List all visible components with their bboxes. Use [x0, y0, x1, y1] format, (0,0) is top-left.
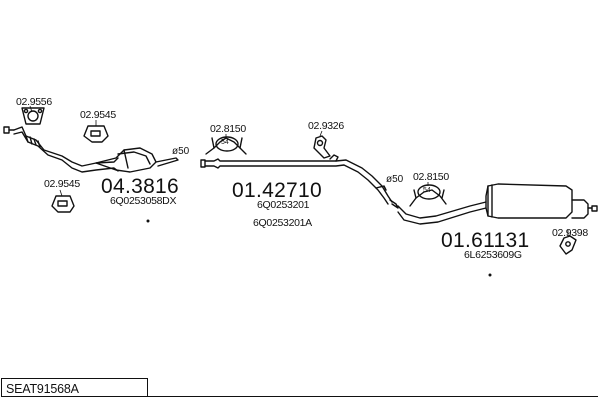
oem-number: 6L6253609G — [464, 249, 522, 261]
accessory-label: 02.9545 — [44, 178, 80, 190]
clamp-02-8150-b — [409, 184, 447, 207]
article-box: SEAT91568A — [1, 378, 148, 397]
part-number: 01.61131 — [441, 229, 530, 252]
accessory-label: 02.9326 — [308, 120, 344, 132]
accessory-label: 02.9545 — [80, 109, 116, 121]
oem-number: 6Q0253201 — [257, 199, 310, 211]
accessory-label: 02.8150 — [413, 171, 449, 183]
article-number: SEAT91568A — [6, 382, 79, 396]
clamp-mark: 54 — [221, 139, 229, 146]
catalytic-converter — [95, 147, 179, 173]
part-number: 04.3816 — [101, 175, 180, 198]
hanger-02-9326 — [313, 135, 331, 159]
accessory-label: 02.8150 — [210, 123, 246, 135]
accessory-label: 02.9556 — [16, 96, 52, 108]
accessory-label: 02.9398 — [552, 227, 588, 239]
clamp-mark: 54 — [423, 187, 431, 194]
gasket-02-9556 — [21, 107, 45, 125]
centre-pipe — [200, 154, 393, 205]
hanger-02-9545-b — [51, 195, 75, 213]
front-pipe-section — [3, 126, 119, 173]
part-number: 01.42710 — [232, 179, 322, 202]
diameter-label: ø50 — [386, 174, 404, 185]
frame-bottom-line — [148, 396, 598, 397]
diameter-label: ø50 — [172, 146, 190, 157]
hanger-02-9398 — [559, 235, 577, 255]
hanger-02-9545-a — [83, 125, 109, 143]
oem-number: 6Q0253058DX — [110, 195, 177, 207]
rear-silencer — [389, 183, 598, 225]
oem-number: 6Q0253201A — [253, 217, 312, 229]
